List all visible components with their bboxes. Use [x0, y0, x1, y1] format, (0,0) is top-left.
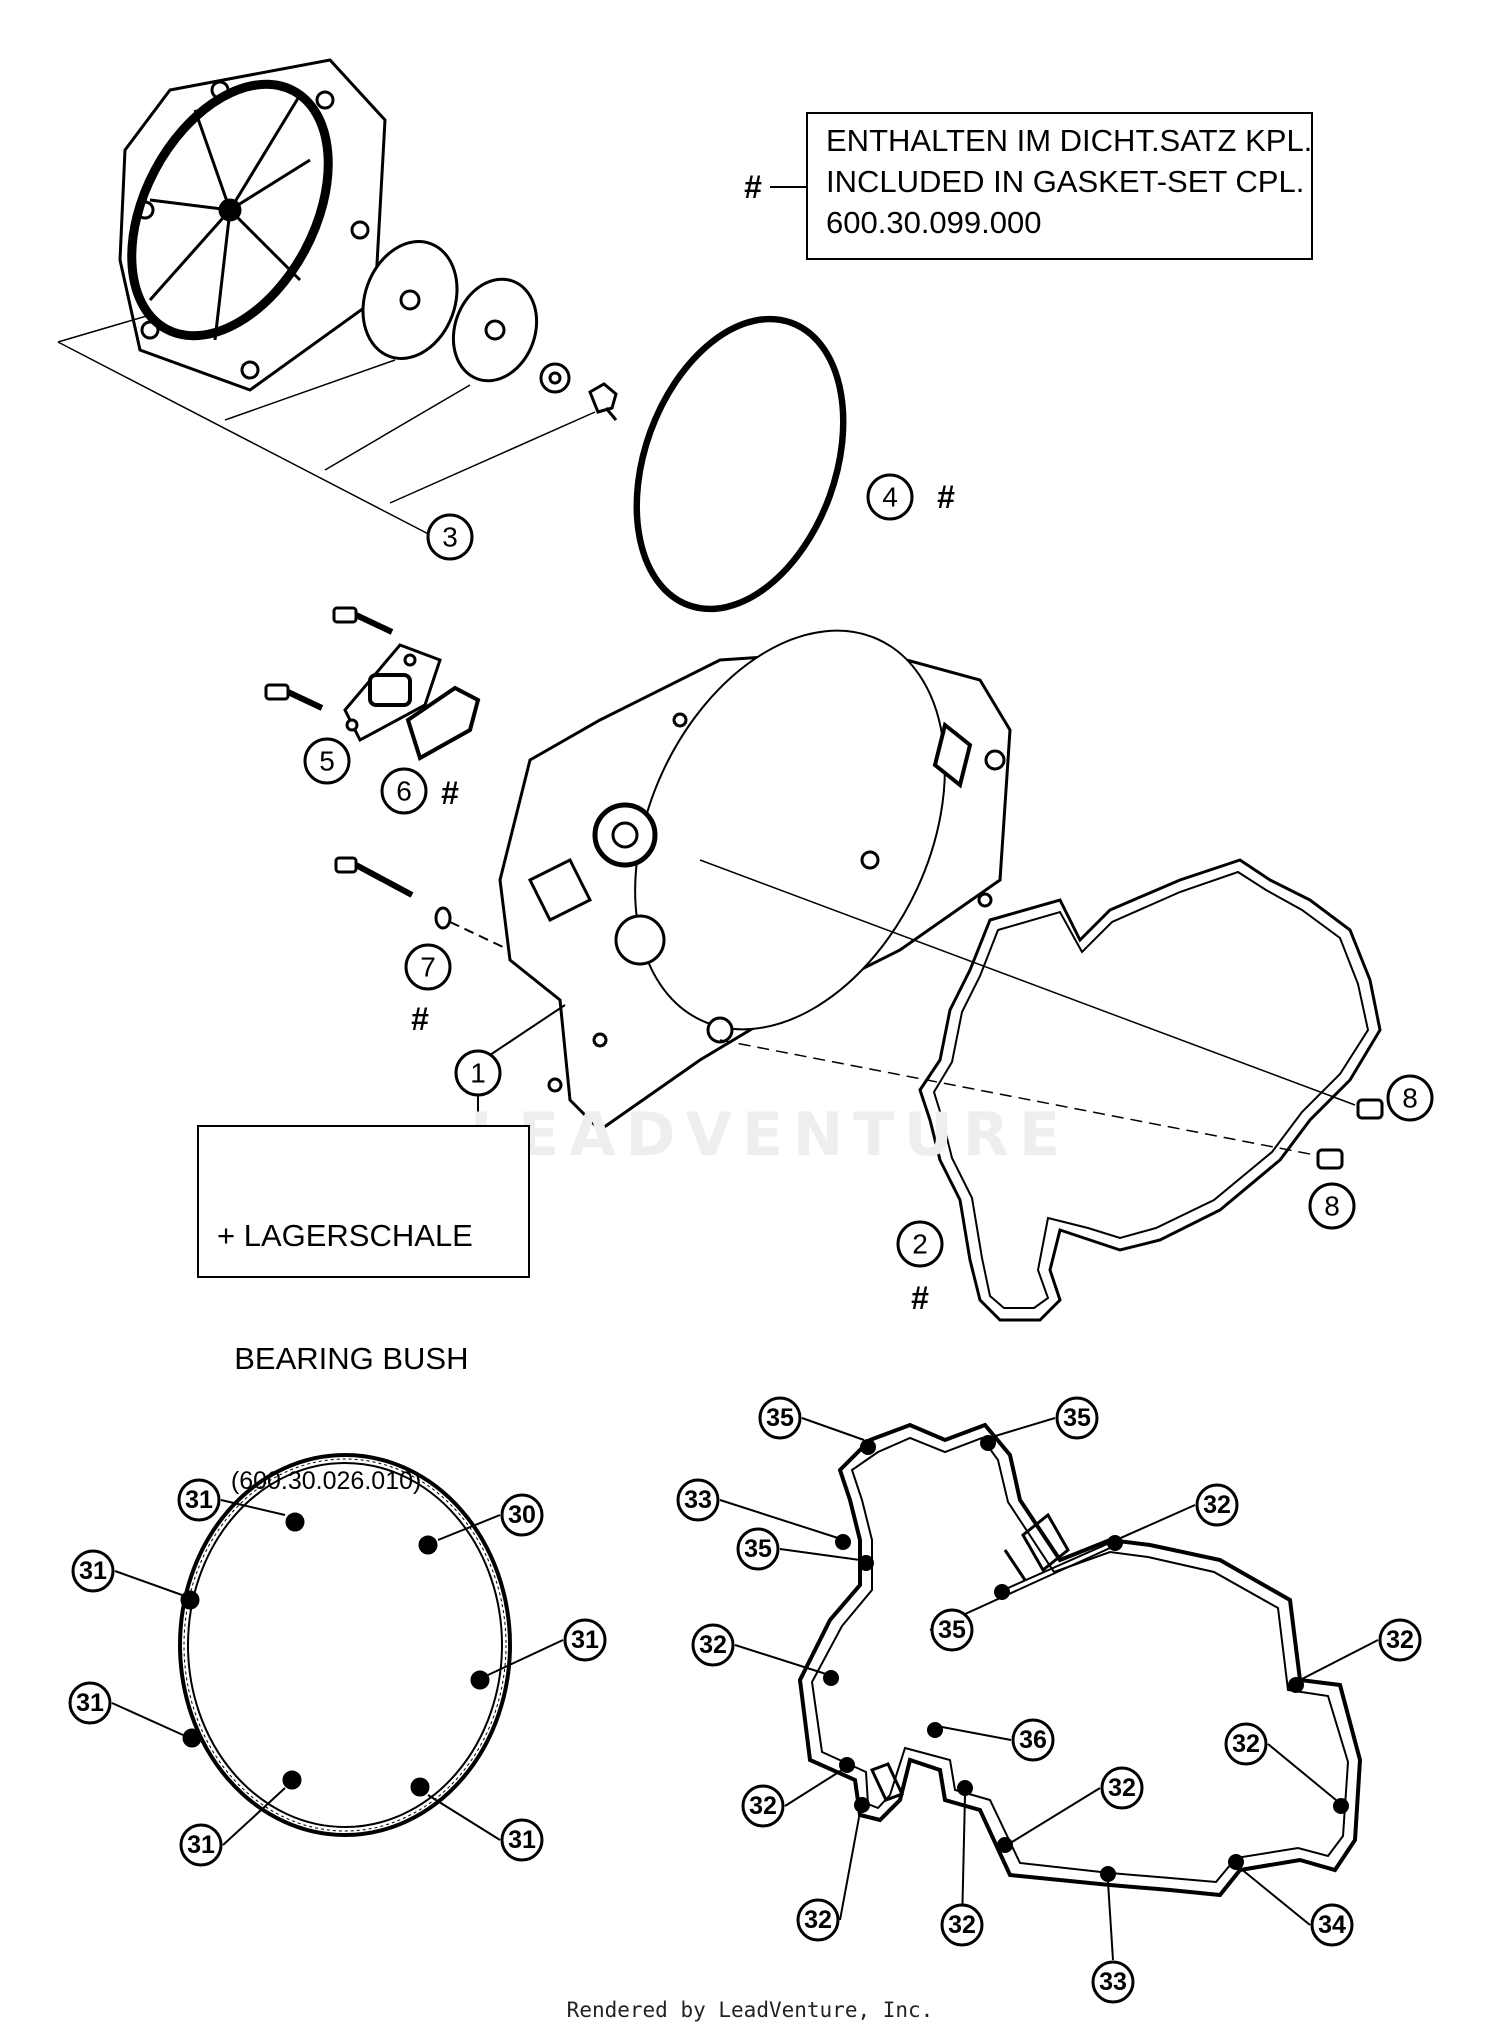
bearing-note-line-2: BEARING BUSH	[217, 1341, 469, 1376]
ring-callout-numbers: 31 30 31 31 31 31 31	[76, 1486, 599, 1859]
ring-callout-31-c: 31	[571, 1626, 599, 1654]
callout-8-lower: 8	[1324, 1191, 1340, 1222]
gasket-callout-35-d: 35	[938, 1616, 966, 1644]
ring-callout-31-d: 31	[76, 1689, 104, 1717]
bearing-note-line-3: (600.30.026.010)	[217, 1467, 422, 1495]
dowel-pins	[1316, 1098, 1384, 1170]
gasket-callout-circles	[676, 1396, 1422, 2004]
part-3-leader-lines	[57, 314, 596, 541]
o-ring-inner-line	[639, 322, 841, 606]
callout-5: 5	[319, 746, 335, 777]
ring-leader-lines	[111, 1499, 564, 1846]
ring-bolt-holes	[180, 1512, 490, 1797]
upper-callout-numbers: 1 2 3 4 5 6 7 8 8	[319, 482, 1418, 1260]
cover-gasket-inner-line	[932, 870, 1370, 1309]
upper-callout-circles	[303, 473, 1434, 1268]
gasket-callout-35-a: 35	[766, 1404, 794, 1432]
cover-inner-disc	[361, 240, 459, 360]
gasket-bolt-holes	[823, 1435, 1349, 1882]
gasket-callout-34: 34	[1318, 1911, 1346, 1939]
gasket-loop-inner	[869, 1512, 1070, 1802]
gasket-callout-32-d: 32	[749, 1792, 777, 1820]
callout-8-upper: 8	[1402, 1083, 1418, 1114]
cover-outer-disc	[451, 277, 539, 383]
clutch-cover-gasket-ring	[178, 1453, 512, 1837]
ring-callout-30: 30	[508, 1501, 536, 1529]
gasket-set-note-line-3: 600.30.099.000	[826, 205, 1042, 240]
flange-bolts	[264, 606, 394, 711]
gasket-callout-32-f: 32	[1232, 1730, 1260, 1758]
gasket-callout-33-b: 33	[1099, 1968, 1127, 1996]
bolt-7-part	[334, 856, 452, 930]
gasket-callout-32-h: 32	[948, 1911, 976, 1939]
housing-leader-1	[489, 1004, 566, 1056]
ring-callout-31-b: 31	[79, 1557, 107, 1585]
cover-nut	[539, 362, 571, 394]
gasket-callout-36: 36	[1019, 1726, 1047, 1754]
ignition-cover-housing	[498, 629, 1012, 1132]
footer-credit: Rendered by LeadVenture, Inc.	[566, 1998, 934, 2022]
clutch-cover-drawing	[118, 58, 387, 392]
hash-marker-4: #	[937, 479, 955, 515]
gasket-callout-32-c: 32	[1386, 1626, 1414, 1654]
hash-marker-7: #	[411, 1001, 429, 1037]
ring-callout-31-a: 31	[185, 1486, 213, 1514]
bearing-bush-note: + LAGERSCHALE BEARING BUSH (600.30.026.0…	[197, 1125, 530, 1495]
water-pump-flange	[343, 643, 442, 743]
gasket-callout-35-b: 35	[1063, 1404, 1091, 1432]
gasket-set-note-line-1: ENTHALTEN IM DICHT.SATZ KPL.	[826, 123, 1313, 158]
ignition-cover-gasket-part	[797, 1422, 1363, 1898]
callout-4: 4	[882, 482, 898, 513]
gasket-callout-33-a: 33	[684, 1486, 712, 1514]
gasket-set-note-line-2: INCLUDED IN GASKET-SET CPL.	[826, 164, 1305, 199]
gasket-leader-lines	[719, 1417, 1379, 1961]
dowel-axis-lines	[699, 859, 1356, 1156]
watermark: LEADVENTURE	[470, 1100, 1070, 1170]
gasket-callout-32-e: 32	[1108, 1774, 1136, 1802]
callout-7: 7	[420, 952, 436, 983]
o-ring-part	[633, 315, 847, 613]
callout-2: 2	[912, 1229, 928, 1260]
flange-gasket-part	[405, 685, 481, 761]
hash-marker-2: #	[911, 1280, 929, 1316]
ring-callout-31-f: 31	[508, 1826, 536, 1854]
cover-gasket-part	[918, 858, 1382, 1322]
gasket-callout-numbers: 35 35 33 32 35 35 32 32 36 32 32 32 32 3…	[684, 1404, 1414, 1996]
gasket-callout-32-b: 32	[699, 1631, 727, 1659]
callout-1: 1	[470, 1058, 486, 1089]
bearing-note-line-1: + LAGERSCHALE	[217, 1218, 473, 1253]
gasket-callout-35-c: 35	[744, 1535, 772, 1563]
gasket-set-markers: # # # # #	[411, 169, 955, 1316]
gasket-set-note: ENTHALTEN IM DICHT.SATZ KPL. INCLUDED IN…	[806, 112, 1313, 260]
gasket-callout-32-g: 32	[804, 1906, 832, 1934]
gasket-callout-32-a: 32	[1203, 1491, 1231, 1519]
callout-3: 3	[442, 522, 458, 553]
cover-screw	[588, 382, 618, 421]
note-hash-marker: #	[744, 169, 762, 205]
ring-callout-31-e: 31	[187, 1831, 215, 1859]
callout-6: 6	[396, 776, 412, 807]
ignition-gasket-inner-line	[810, 1436, 1350, 1884]
ring-callout-circles	[68, 1478, 607, 1867]
hash-marker-6: #	[441, 775, 459, 811]
